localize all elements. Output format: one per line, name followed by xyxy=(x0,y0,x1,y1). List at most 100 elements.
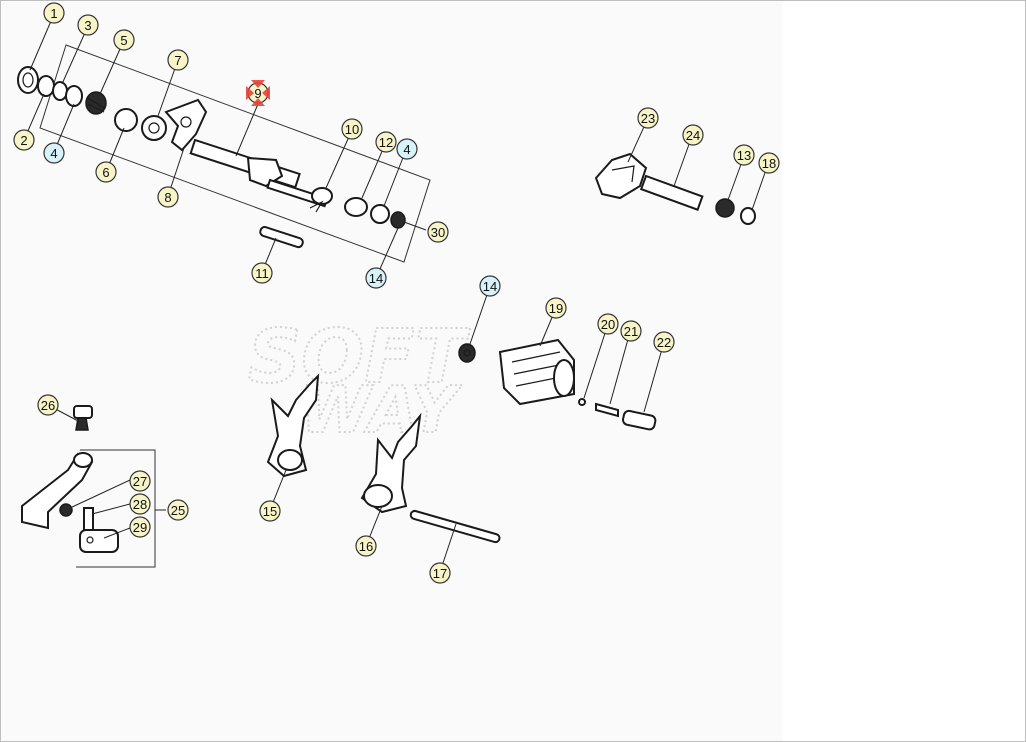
callout-12[interactable]: 12 xyxy=(375,131,397,153)
svg-text:20: 20 xyxy=(601,317,615,332)
part-bolt-26 xyxy=(75,417,89,431)
assembly-outline-box xyxy=(39,44,431,263)
svg-text:24: 24 xyxy=(686,128,700,143)
svg-text:1: 1 xyxy=(50,6,57,21)
callout-16[interactable]: 16 xyxy=(355,535,377,557)
callout-22[interactable]: 22 xyxy=(653,331,675,353)
svg-text:17: 17 xyxy=(433,566,447,581)
selection-marker-icon xyxy=(246,80,270,106)
part-lever-25 xyxy=(21,452,94,530)
svg-text:30: 30 xyxy=(431,225,445,240)
callout-26[interactable]: 26 xyxy=(37,394,59,416)
part-washer-4 xyxy=(65,85,83,107)
watermark-line-1: SOFT xyxy=(248,314,471,400)
callout-5[interactable]: 5 xyxy=(113,29,135,51)
part-spring-10 xyxy=(311,187,333,205)
callouts[interactable]: 1 2 3 4 5 6 7 8 9 10 11 12 4 14 30 23 24… xyxy=(13,2,780,584)
callout-1[interactable]: 1 xyxy=(43,2,65,24)
callout-15[interactable]: 15 xyxy=(259,500,281,522)
svg-text:18: 18 xyxy=(762,156,776,171)
callout-13[interactable]: 13 xyxy=(733,144,755,166)
part-nut-18 xyxy=(740,207,756,225)
part-washer-4b xyxy=(370,204,390,224)
part-ring-7 xyxy=(141,115,167,141)
svg-text:27: 27 xyxy=(133,474,147,489)
svg-text:15: 15 xyxy=(263,504,277,519)
svg-text:3: 3 xyxy=(84,18,91,33)
callout-11[interactable]: 11 xyxy=(251,262,273,284)
part-pin-11 xyxy=(259,226,304,249)
svg-text:8: 8 xyxy=(164,190,171,205)
shift-lever-assembly[interactable] xyxy=(21,405,119,553)
part-ball-20 xyxy=(578,398,586,406)
callout-25[interactable]: 25 xyxy=(167,499,189,521)
svg-text:21: 21 xyxy=(624,324,638,339)
shift-shaft-assembly[interactable] xyxy=(17,66,406,249)
part-clip-14 xyxy=(390,211,406,229)
part-bushing-29 xyxy=(79,529,119,553)
callout-14a[interactable]: 14 xyxy=(365,267,387,289)
svg-text:23: 23 xyxy=(641,111,655,126)
part-spring-27 xyxy=(59,503,73,517)
callout-24[interactable]: 24 xyxy=(682,124,704,146)
part-fork-23 xyxy=(594,152,648,200)
shift-fork-16[interactable] xyxy=(360,412,422,514)
part-washer-3 xyxy=(52,81,68,101)
callout-28[interactable]: 28 xyxy=(129,493,151,515)
svg-text:6: 6 xyxy=(102,165,109,180)
watermark: SOFT WAY xyxy=(247,313,472,449)
shift-drum-assembly[interactable] xyxy=(458,338,657,431)
svg-text:16: 16 xyxy=(359,539,373,554)
svg-text:12: 12 xyxy=(379,135,393,150)
callout-18[interactable]: 18 xyxy=(758,152,780,174)
svg-text:11: 11 xyxy=(255,266,269,281)
svg-text:13: 13 xyxy=(737,148,751,163)
callout-17[interactable]: 17 xyxy=(429,562,451,584)
part-seal-1 xyxy=(17,66,39,94)
part-washer-12 xyxy=(344,197,368,217)
callout-14b[interactable]: 14 xyxy=(479,275,501,297)
callout-8[interactable]: 8 xyxy=(157,186,179,208)
part-shaft-24 xyxy=(639,174,704,211)
part-star-13 xyxy=(715,198,735,218)
part-plunger-22 xyxy=(622,409,657,431)
callout-9-selected[interactable]: 9 xyxy=(246,80,270,106)
callout-6[interactable]: 6 xyxy=(95,161,117,183)
part-spring-21 xyxy=(595,402,619,418)
callout-20[interactable]: 20 xyxy=(597,313,619,335)
callout-29[interactable]: 29 xyxy=(129,516,151,538)
callout-21[interactable]: 21 xyxy=(620,320,642,342)
callout-19[interactable]: 19 xyxy=(545,297,567,319)
svg-text:19: 19 xyxy=(549,301,563,316)
svg-text:4: 4 xyxy=(403,142,410,157)
part-fork-15 xyxy=(266,373,320,478)
svg-text:10: 10 xyxy=(345,122,359,137)
callout-7[interactable]: 7 xyxy=(167,49,189,71)
callout-2[interactable]: 2 xyxy=(13,129,35,151)
callout-23[interactable]: 23 xyxy=(637,107,659,129)
watermark-line-2: WAY xyxy=(300,374,463,448)
shift-fork-15[interactable] xyxy=(266,373,320,478)
svg-text:14: 14 xyxy=(483,279,497,294)
svg-text:26: 26 xyxy=(41,398,55,413)
callout-4b[interactable]: 4 xyxy=(396,138,418,160)
svg-text:7: 7 xyxy=(174,53,181,68)
svg-text:25: 25 xyxy=(171,503,185,518)
callout-30[interactable]: 30 xyxy=(427,221,449,243)
callout-4a[interactable]: 4 xyxy=(43,142,65,164)
callout-10[interactable]: 10 xyxy=(341,118,363,140)
svg-text:4: 4 xyxy=(50,146,57,161)
svg-text:2: 2 xyxy=(20,133,27,148)
svg-text:14: 14 xyxy=(369,271,383,286)
part-bushing-6 xyxy=(114,108,138,132)
svg-text:28: 28 xyxy=(133,497,147,512)
part-pin-28 xyxy=(83,507,94,531)
lever-group-box xyxy=(76,449,156,568)
part-shaft-9 xyxy=(189,138,301,189)
callout-27[interactable]: 27 xyxy=(129,470,151,492)
svg-text:9: 9 xyxy=(254,86,261,101)
part-washer-2 xyxy=(37,75,55,97)
fork-shaft-assembly[interactable] xyxy=(594,152,756,225)
callout-3[interactable]: 3 xyxy=(77,14,99,36)
